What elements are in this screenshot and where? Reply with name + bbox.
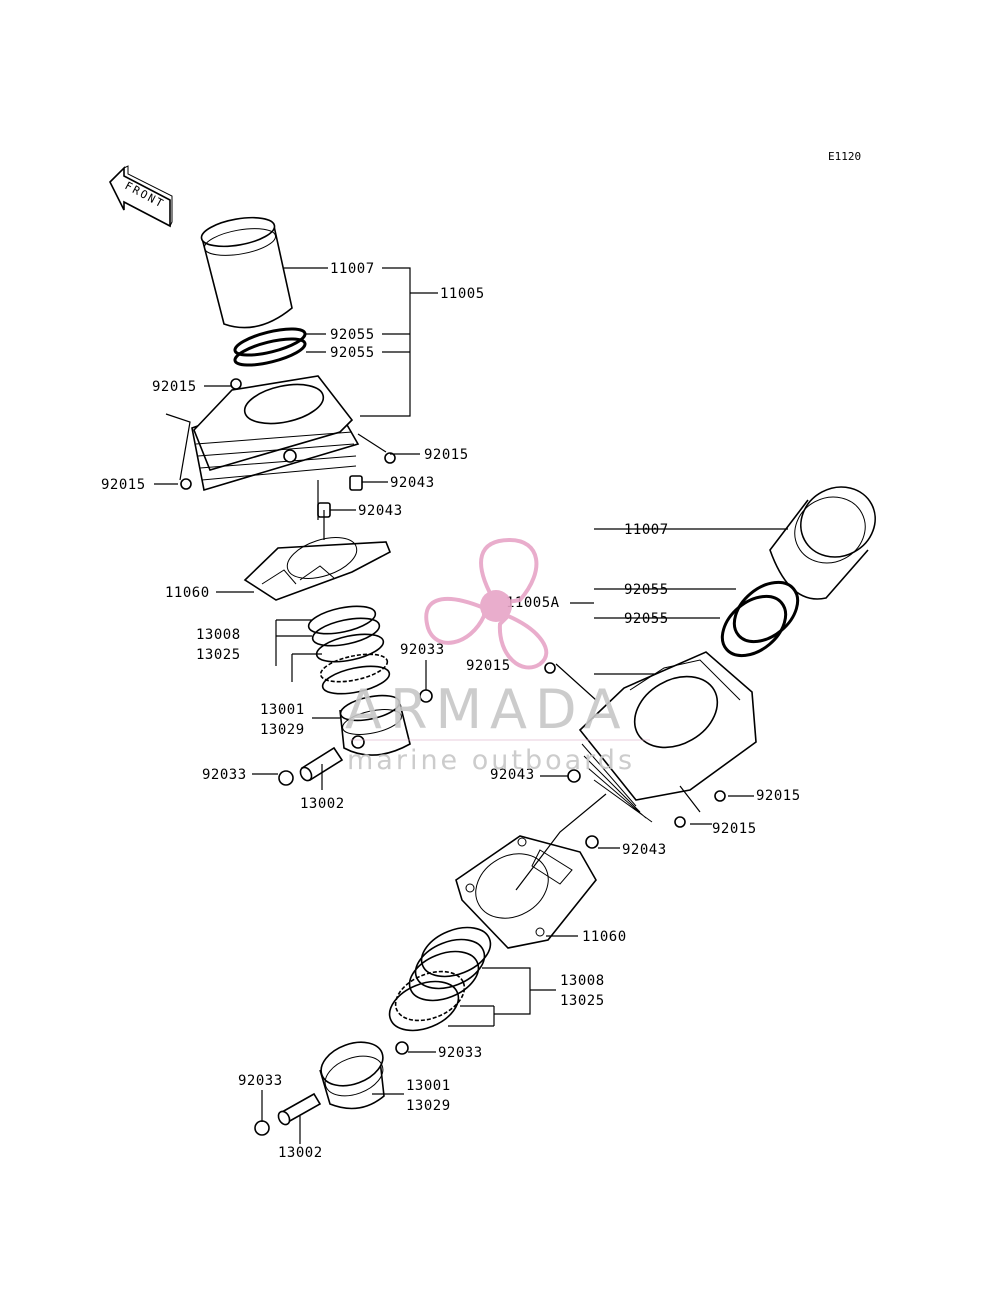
label-11005: 11005 — [440, 286, 485, 302]
cylinder-sleeve-lower — [769, 486, 876, 600]
label-13029-upper: 13029 — [260, 722, 305, 738]
label-92043-upper-b: 92043 — [358, 503, 403, 519]
watermark-brand: ARMADA — [345, 678, 629, 741]
label-92033-lower-a: 92033 — [438, 1045, 483, 1061]
label-92043-lower-b: 92043 — [622, 842, 667, 858]
label-92043-upper-a: 92043 — [390, 475, 435, 491]
label-11060-upper: 11060 — [165, 585, 210, 601]
watermark-tagline: marine outboards — [347, 745, 635, 776]
cylinder-block-lower — [578, 651, 757, 823]
label-92015-upper-b: 92015 — [424, 447, 469, 463]
cylinder-sleeve-upper — [200, 216, 293, 329]
label-92015-upper-a: 92015 — [152, 379, 197, 395]
label-13002-upper: 13002 — [300, 796, 345, 812]
label-11007-lower: 11007 — [624, 522, 669, 538]
piston-pin-upper — [299, 746, 344, 782]
front-arrow: FRONT — [109, 165, 173, 228]
dowels-lower — [544, 662, 726, 849]
piston-rings-lower — [388, 926, 492, 1032]
label-11007-upper: 11007 — [330, 261, 375, 277]
piston-lower — [319, 1041, 385, 1110]
label-13001-lower: 13001 — [406, 1078, 451, 1094]
diagram-ref-code: E1120 — [828, 150, 861, 163]
label-92055-upper-a: 92055 — [330, 327, 375, 343]
o-rings-lower — [720, 580, 800, 658]
cylinder-block-upper — [191, 375, 360, 492]
label-92043-lower-a: 92043 — [490, 767, 535, 783]
piston-rings-upper — [307, 605, 391, 695]
label-11060-lower: 11060 — [582, 929, 627, 945]
label-92033-upper-a: 92033 — [400, 642, 445, 658]
label-92015-lower-c: 92015 — [712, 821, 757, 837]
label-92015-lower-a: 92015 — [466, 658, 511, 674]
part-labels: 11007 11005 92055 92055 92015 92015 9201… — [101, 261, 801, 1161]
piston-upper — [339, 694, 411, 756]
label-13001-upper: 13001 — [260, 702, 305, 718]
label-13025-lower: 13025 — [560, 993, 605, 1009]
label-92015-lower-b: 92015 — [756, 788, 801, 804]
label-92055-lower-b: 92055 — [624, 611, 669, 627]
propeller-logo — [424, 537, 549, 670]
base-gasket-lower — [455, 835, 597, 949]
label-92055-upper-b: 92055 — [330, 345, 375, 361]
leader-lines — [154, 267, 788, 1144]
piston-pin-lower — [277, 1092, 322, 1126]
label-13008-lower: 13008 — [560, 973, 605, 989]
base-gasket-upper — [243, 537, 392, 601]
label-13008-upper: 13008 — [196, 627, 241, 643]
label-92055-lower-a: 92055 — [624, 582, 669, 598]
watermark: ARMADA marine outboards — [345, 537, 650, 776]
o-rings-upper — [233, 327, 307, 367]
label-92015-upper-c: 92015 — [101, 477, 146, 493]
dowels-upper — [180, 452, 396, 518]
label-13025-upper: 13025 — [196, 647, 241, 663]
label-92033-lower-b: 92033 — [238, 1073, 283, 1089]
label-92033-upper-b: 92033 — [202, 767, 247, 783]
label-13002-lower: 13002 — [278, 1145, 323, 1161]
label-13029-lower: 13029 — [406, 1098, 451, 1114]
